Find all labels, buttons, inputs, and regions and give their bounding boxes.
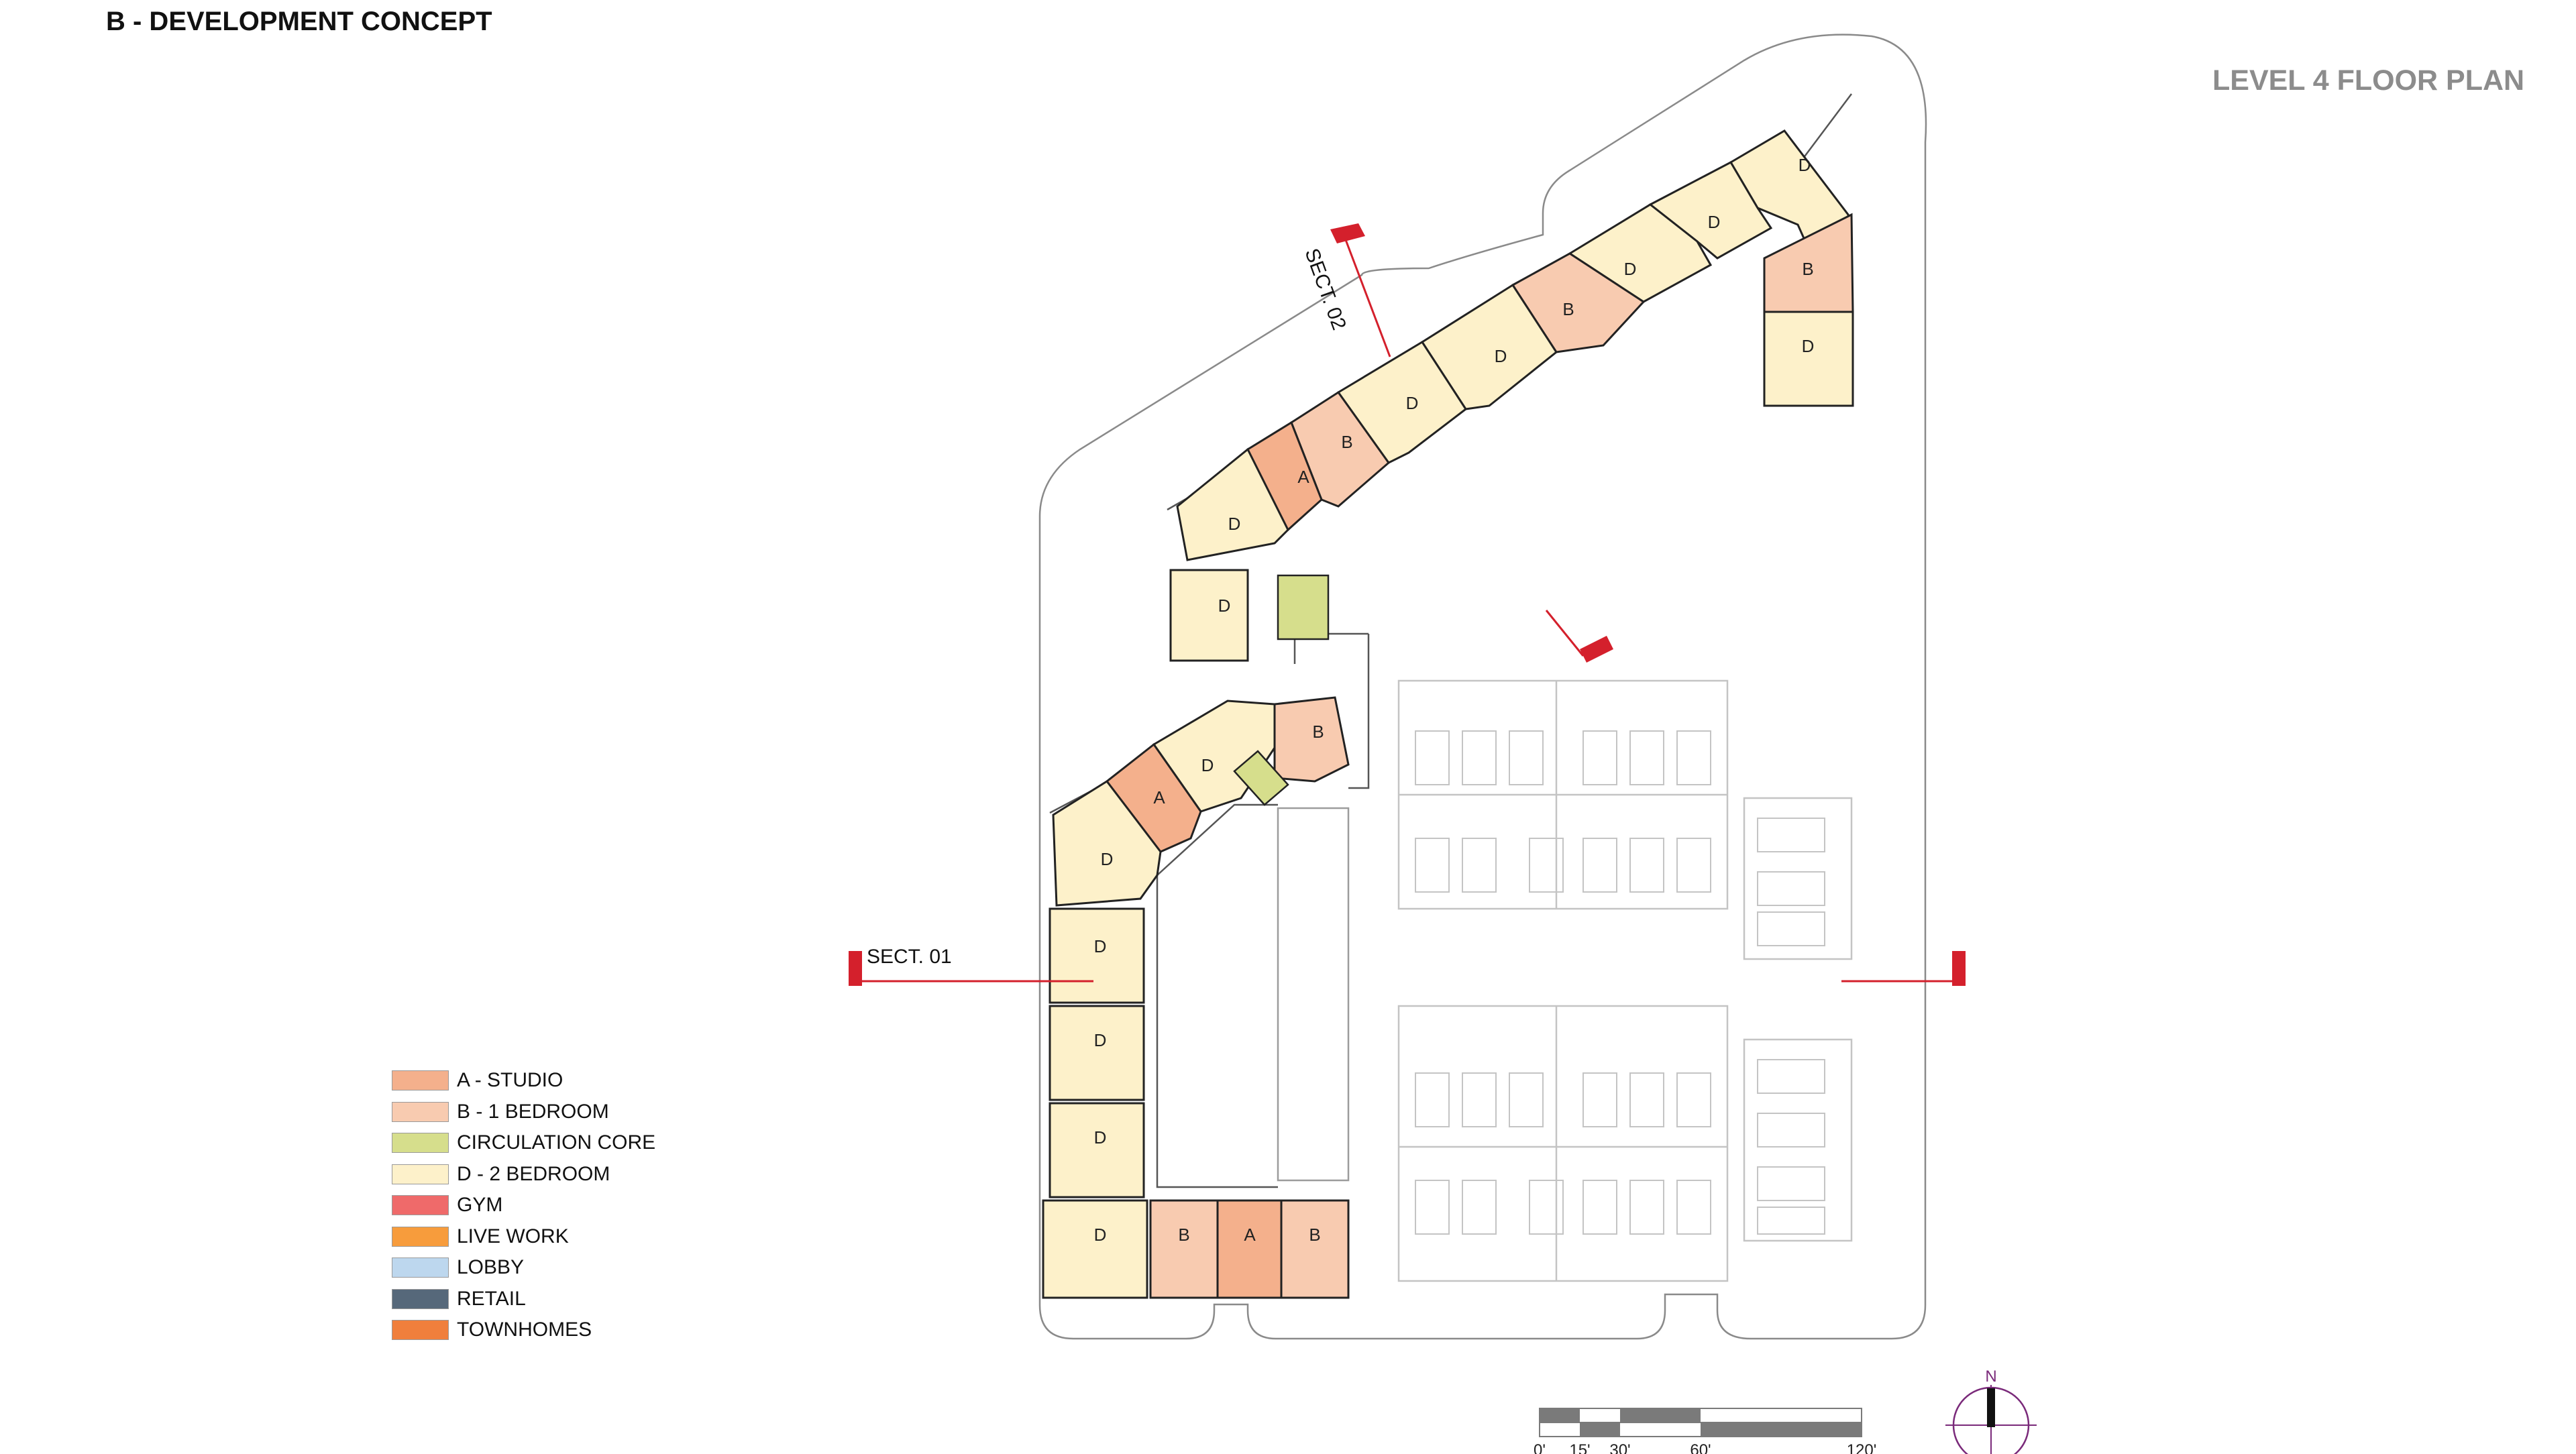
unit-label: D xyxy=(1094,936,1107,956)
circulation-core xyxy=(1233,750,1289,806)
scale-tick-label: 15' xyxy=(1569,1441,1590,1454)
legend-label: RETAIL xyxy=(457,1287,526,1310)
unit-d xyxy=(1049,1005,1145,1101)
north-label: N xyxy=(1985,1367,1996,1386)
legend-item-studio: A - STUDIO xyxy=(392,1065,655,1097)
unit-label: B xyxy=(1562,299,1574,319)
legend-swatch xyxy=(392,1133,449,1154)
legend-label: B - 1 BEDROOM xyxy=(457,1100,609,1123)
site-boundary xyxy=(1038,34,1927,1340)
legend-label: TOWNHOMES xyxy=(457,1319,592,1341)
legend-item-townhomes: TOWNHOMES xyxy=(392,1315,655,1346)
unit-d xyxy=(1052,780,1162,907)
unit-label: D xyxy=(1406,393,1419,413)
legend-label: CIRCULATION CORE xyxy=(457,1131,656,1154)
unit-d xyxy=(1763,311,1854,407)
page-title: B - DEVELOPMENT CONCEPT xyxy=(106,7,492,36)
unit-label: D xyxy=(1708,212,1721,232)
scale-tick-label: 0' xyxy=(1534,1441,1546,1454)
legend-item-2-bedroom: D - 2 BEDROOM xyxy=(392,1159,655,1190)
unit-label: D xyxy=(1218,596,1231,616)
unit-b xyxy=(1273,696,1350,783)
legend-item-live-work: LIVE WORK xyxy=(392,1221,655,1253)
scale-tick-label: 120' xyxy=(1847,1441,1877,1454)
legend-label: D - 2 BEDROOM xyxy=(457,1162,610,1185)
unit-label: A xyxy=(1153,787,1165,807)
legend-item-1-bedroom: B - 1 BEDROOM xyxy=(392,1097,655,1128)
legend-swatch xyxy=(392,1320,449,1341)
unit-label: B xyxy=(1312,722,1324,742)
scale-tick-label: 30' xyxy=(1609,1441,1630,1454)
unit-d xyxy=(1042,1199,1148,1299)
legend-item-gym: GYM xyxy=(392,1190,655,1221)
unit-label: D xyxy=(1228,514,1241,534)
unit-d xyxy=(1176,447,1289,561)
legend-swatch xyxy=(392,1164,449,1184)
unit-label: D xyxy=(1495,346,1507,366)
legend-swatch xyxy=(392,1288,449,1309)
unit-label: D xyxy=(1101,849,1114,869)
unit-label: B xyxy=(1341,432,1352,452)
unit-label: D xyxy=(1201,755,1214,775)
legend-swatch xyxy=(392,1257,449,1278)
scale-bar: 0' 15' 30' 60' 120' xyxy=(1534,1408,1876,1454)
circulation-core xyxy=(1277,574,1330,640)
scale-tick-label: 60' xyxy=(1690,1441,1711,1454)
unit-d xyxy=(1049,907,1145,1004)
legend: A - STUDIO B - 1 BEDROOM CIRCULATION COR… xyxy=(392,1065,655,1346)
units xyxy=(1042,129,1854,1299)
unit-d xyxy=(1049,1102,1145,1198)
section-label-02: SECT. 02 xyxy=(1300,245,1350,333)
legend-swatch xyxy=(392,1195,449,1216)
unit-b xyxy=(1149,1199,1219,1299)
unit-labels: D D D B D D B A D D B D B D A D D D D D … xyxy=(1094,155,1815,1245)
unit-a xyxy=(1216,1199,1283,1299)
legend-label: GYM xyxy=(457,1194,503,1217)
legend-swatch xyxy=(392,1226,449,1247)
unit-label: A xyxy=(1297,467,1309,487)
adjacent-building-outline xyxy=(1397,679,1853,1282)
courtyard-garage xyxy=(1277,807,1350,1182)
section-cut-01: SECT. 01 xyxy=(849,946,1966,986)
unit-b xyxy=(1280,1199,1350,1299)
legend-label: LOBBY xyxy=(457,1256,525,1279)
unit-label: B xyxy=(1309,1225,1320,1245)
legend-item-retail: RETAIL xyxy=(392,1284,655,1315)
legend-swatch xyxy=(392,1101,449,1122)
north-arrow-icon: N xyxy=(1945,1367,2037,1454)
unit-label: D xyxy=(1624,259,1637,279)
section-label-01: SECT. 01 xyxy=(867,946,952,968)
legend-item-circulation-core: CIRCULATION CORE xyxy=(392,1127,655,1159)
legend-label: A - STUDIO xyxy=(457,1069,564,1092)
unit-d xyxy=(1169,569,1249,662)
unit-label: B xyxy=(1802,259,1813,279)
unit-label: A xyxy=(1244,1225,1256,1245)
legend-label: LIVE WORK xyxy=(457,1225,569,1247)
legend-swatch xyxy=(392,1070,449,1091)
unit-label: D xyxy=(1094,1127,1107,1148)
unit-label: D xyxy=(1094,1030,1107,1050)
unit-label: D xyxy=(1802,336,1815,356)
unit-label: D xyxy=(1094,1225,1107,1245)
circulation-cores xyxy=(1233,574,1330,806)
plan-title: LEVEL 4 FLOOR PLAN xyxy=(2212,64,2525,97)
unit-label: B xyxy=(1178,1225,1189,1245)
unit-label: D xyxy=(1799,155,1811,175)
legend-item-lobby: LOBBY xyxy=(392,1252,655,1284)
